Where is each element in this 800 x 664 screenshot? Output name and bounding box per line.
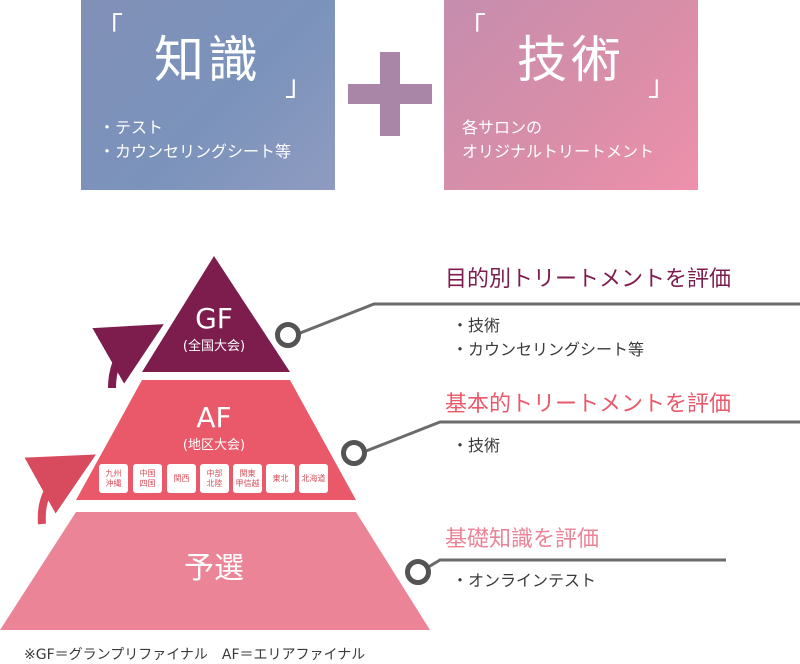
gf-evaluation-item: ・技術 xyxy=(452,316,501,335)
knowledge-box: 「 」 知識 ・テスト ・カウンセリングシート等 xyxy=(81,0,335,190)
af-connector-dot xyxy=(341,440,367,466)
arrow-prelim-to-af xyxy=(24,454,96,525)
arrow-af-to-gf xyxy=(92,324,164,389)
plus-icon-vertical xyxy=(380,52,400,136)
region-chip: 東北 xyxy=(266,464,295,493)
gf-tier xyxy=(142,256,290,372)
gf-label: GF xyxy=(195,302,233,335)
prelim-connector-dot xyxy=(405,559,431,585)
close-bracket: 」 xyxy=(284,69,313,102)
skill-box: 「 」 技術 各サロンの オリジナルトリートメント xyxy=(444,0,698,190)
prelim-evaluation-heading: 基礎知識を評価 xyxy=(445,527,600,552)
region-chip: 九州 沖縄 xyxy=(99,464,128,493)
open-bracket: 「 xyxy=(458,11,487,44)
gf-evaluation-heading: 目的別トリートメントを評価 xyxy=(445,267,732,292)
gf-connector xyxy=(289,302,800,339)
af-evaluation-heading: 基本的トリートメントを評価 xyxy=(445,392,732,417)
knowledge-lines: ・テスト ・カウンセリングシート等 xyxy=(99,116,291,164)
gf-sublabel: (全国大会) xyxy=(182,339,246,354)
knowledge-title: 知識 xyxy=(154,31,262,89)
region-chip: 中部 北陸 xyxy=(200,464,229,493)
region-chip: 中国 四国 xyxy=(133,464,162,493)
af-tier-label: AF (地区大会) xyxy=(154,402,274,454)
region-chip: 関西 xyxy=(167,464,196,493)
af-connector xyxy=(355,420,800,457)
knowledge-line: ・カウンセリングシート等 xyxy=(99,142,292,161)
skill-line: 各サロンの xyxy=(462,118,543,137)
prelim-tier xyxy=(0,512,430,630)
footnote: ※GF＝グランプリファイナル AF＝エリアファイナル xyxy=(24,647,366,663)
close-bracket: 」 xyxy=(647,69,676,102)
knowledge-line: ・テスト xyxy=(99,118,164,137)
open-bracket: 「 xyxy=(95,11,124,44)
skill-lines: 各サロンの オリジナルトリートメント xyxy=(462,116,654,164)
prelim-label: 予選 xyxy=(184,551,244,586)
af-label: AF xyxy=(196,401,232,434)
region-chip: 北海道 xyxy=(299,464,328,493)
gf-evaluation-item: ・カウンセリングシート等 xyxy=(452,340,645,359)
skill-title: 技術 xyxy=(517,31,625,89)
prelim-evaluation-item: ・オンラインテスト xyxy=(452,571,597,590)
gf-tier-label: GF (全国大会) xyxy=(154,303,274,355)
af-sublabel: (地区大会) xyxy=(182,438,246,453)
region-chip: 関東 甲信越 xyxy=(233,464,262,493)
skill-line: オリジナルトリートメント xyxy=(462,142,655,161)
gf-connector-dot xyxy=(275,322,301,348)
af-evaluation-item: ・技術 xyxy=(452,436,501,455)
